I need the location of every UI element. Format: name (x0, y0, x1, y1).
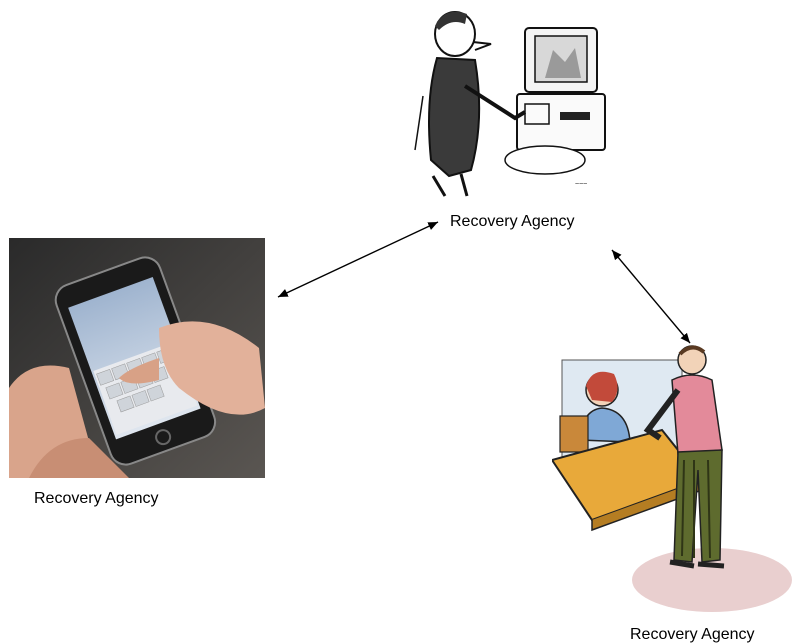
node-smartphone-label: Recovery Agency (34, 490, 159, 507)
connector-phone-to-computer (277, 221, 439, 298)
node-smartphone (9, 238, 265, 478)
node-service-desk-label: Recovery Agency (630, 626, 755, 643)
node-service-desk (550, 330, 792, 616)
connector-computer-to-desk (611, 249, 691, 344)
svg-text:~~~: ~~~ (575, 181, 587, 188)
node-computer-operator-label: Recovery Agency (450, 213, 575, 230)
person-at-computer-illustration: ~~~ (414, 11, 606, 197)
node-computer-operator: ~~~ (405, 0, 615, 200)
service-desk-illustration (550, 345, 792, 612)
smartphone-in-hand-photo (9, 238, 265, 478)
